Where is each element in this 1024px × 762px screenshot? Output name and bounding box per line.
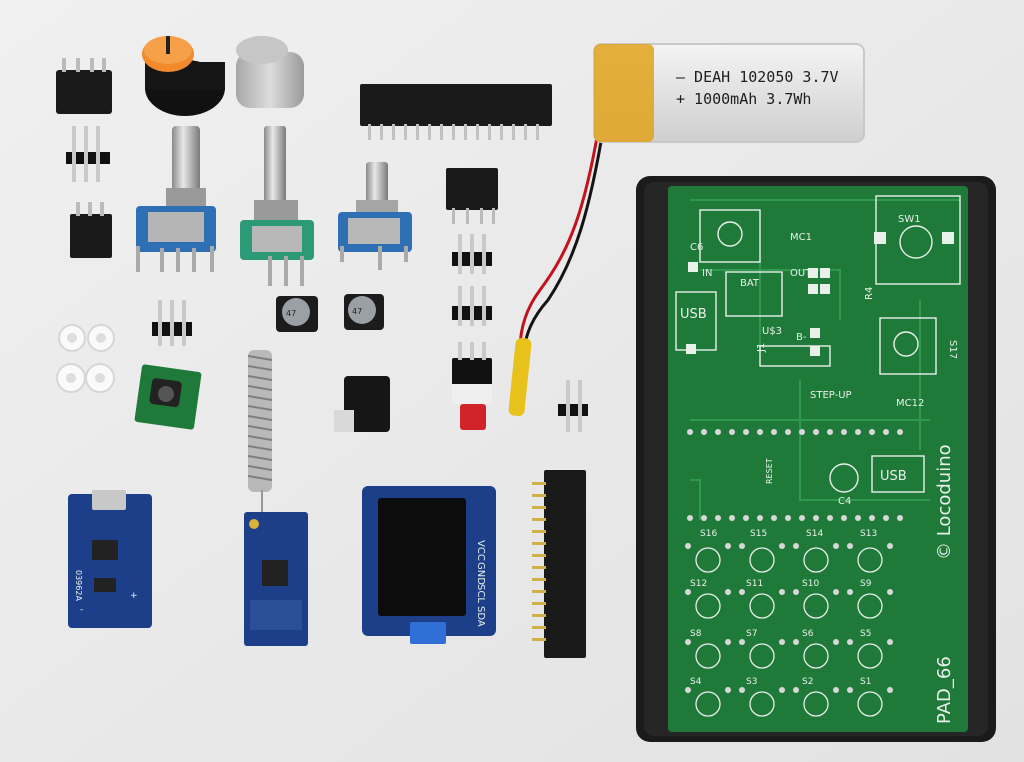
battery-wire <box>508 119 606 417</box>
pcb-title: PAD_66 <box>934 656 955 724</box>
switch-label-s15: S15 <box>750 529 767 539</box>
pcb-label-usb-mid: USB <box>880 469 907 484</box>
pcb-label-mc1: MC1 <box>790 232 812 243</box>
switch-label-s12: S12 <box>690 579 707 589</box>
dc-jack <box>334 376 390 432</box>
switch-label-s8: S8 <box>690 629 702 639</box>
switch-label-s2: S2 <box>802 677 813 687</box>
female-header-4pin <box>56 58 112 114</box>
female-header-3pin <box>70 202 112 258</box>
charger-label-plus: + <box>130 591 138 601</box>
pcb-label-step-up: STEP-UP <box>810 390 852 401</box>
oled-pin-vcc: VCC <box>475 540 486 561</box>
switch-label-s4: S4 <box>690 677 702 687</box>
rotary-potentiometer <box>240 126 314 286</box>
female-header-vertical <box>532 470 586 658</box>
nylon-spacers <box>56 324 115 393</box>
battery-label-line2: + 1000mAh 3.7Wh <box>676 90 811 108</box>
orange-knob <box>142 36 225 116</box>
pcb-board: S16 S15 S14 S13 S12 S11 S10 S9 S8 S7 S6 … <box>668 186 968 732</box>
charger-label: 03962A <box>74 570 83 601</box>
switch-label-s10: S10 <box>802 579 819 589</box>
oled-display: VCC GND SCL SDA <box>362 486 496 644</box>
rotary-encoder-2 <box>338 162 412 270</box>
grey-knob <box>236 36 304 108</box>
pcb-label-c4: C4 <box>838 496 851 507</box>
pcb-label-j1: J1 <box>756 343 767 353</box>
pcb-label-in: IN <box>702 268 712 279</box>
switch-label-s11: S11 <box>746 579 763 589</box>
pcb-label-mc12: MC12 <box>896 398 924 409</box>
male-header-3pin-c <box>452 286 492 326</box>
switch-label-s7: S7 <box>746 629 757 639</box>
pcb-label-reset: RESET <box>765 458 774 484</box>
push-button <box>452 342 492 430</box>
capacitor-2: 47 <box>344 294 384 330</box>
switch-label-s6: S6 <box>802 629 814 639</box>
rf-module <box>244 512 308 646</box>
pcb-brand: © Locoduino <box>934 444 955 560</box>
rotary-encoder-1 <box>136 126 216 272</box>
step-up-module <box>134 364 202 430</box>
switch-label-s3: S3 <box>746 677 757 687</box>
pcb-label-r4: R4 <box>864 287 875 300</box>
pcb-label-us3: U$3 <box>762 326 782 337</box>
male-header-2pin <box>558 380 588 432</box>
switch-label-s5: S5 <box>860 629 871 639</box>
svg-text:47: 47 <box>286 309 296 318</box>
female-header-15pin <box>360 84 552 140</box>
charger-module: 03962A + - <box>68 490 152 628</box>
oled-pin-sda: SDA <box>475 606 486 627</box>
switch-label-s13: S13 <box>860 529 877 539</box>
pcb-label-bat: BAT <box>740 278 760 289</box>
switch-grid: S16 S15 S14 S13 S12 S11 S10 S9 S8 S7 S6 … <box>685 529 893 717</box>
male-header-3pin-b <box>452 234 492 274</box>
switch-label-s16: S16 <box>700 529 717 539</box>
oled-pin-scl: SCL <box>475 584 486 603</box>
female-header-4pin-small <box>446 168 498 224</box>
capacitor-1: 47 <box>276 296 318 332</box>
lipo-battery: – DEAH 102050 3.7V + 1000mAh 3.7Wh <box>593 43 865 143</box>
pcb-label-b-minus: B- <box>796 332 807 343</box>
switch-label-s1: S1 <box>860 677 871 687</box>
pcb-label-sw1: SW1 <box>898 214 921 225</box>
pcb-label-out: OUT <box>790 268 812 279</box>
male-header-3pin <box>66 126 110 182</box>
oled-pin-gnd: GND <box>475 562 486 585</box>
male-header-3pin-d <box>152 300 192 346</box>
pcb-label-usb-top: USB <box>680 307 707 322</box>
pcb-label-c6: C6 <box>690 242 703 253</box>
switch-label-s14: S14 <box>806 529 823 539</box>
svg-text:47: 47 <box>352 307 362 316</box>
pcb-label-s17: S17 <box>947 340 958 359</box>
charger-label-minus: - <box>80 605 83 615</box>
battery-label-line1: – DEAH 102050 3.7V <box>676 68 839 86</box>
switch-label-s9: S9 <box>860 579 872 589</box>
